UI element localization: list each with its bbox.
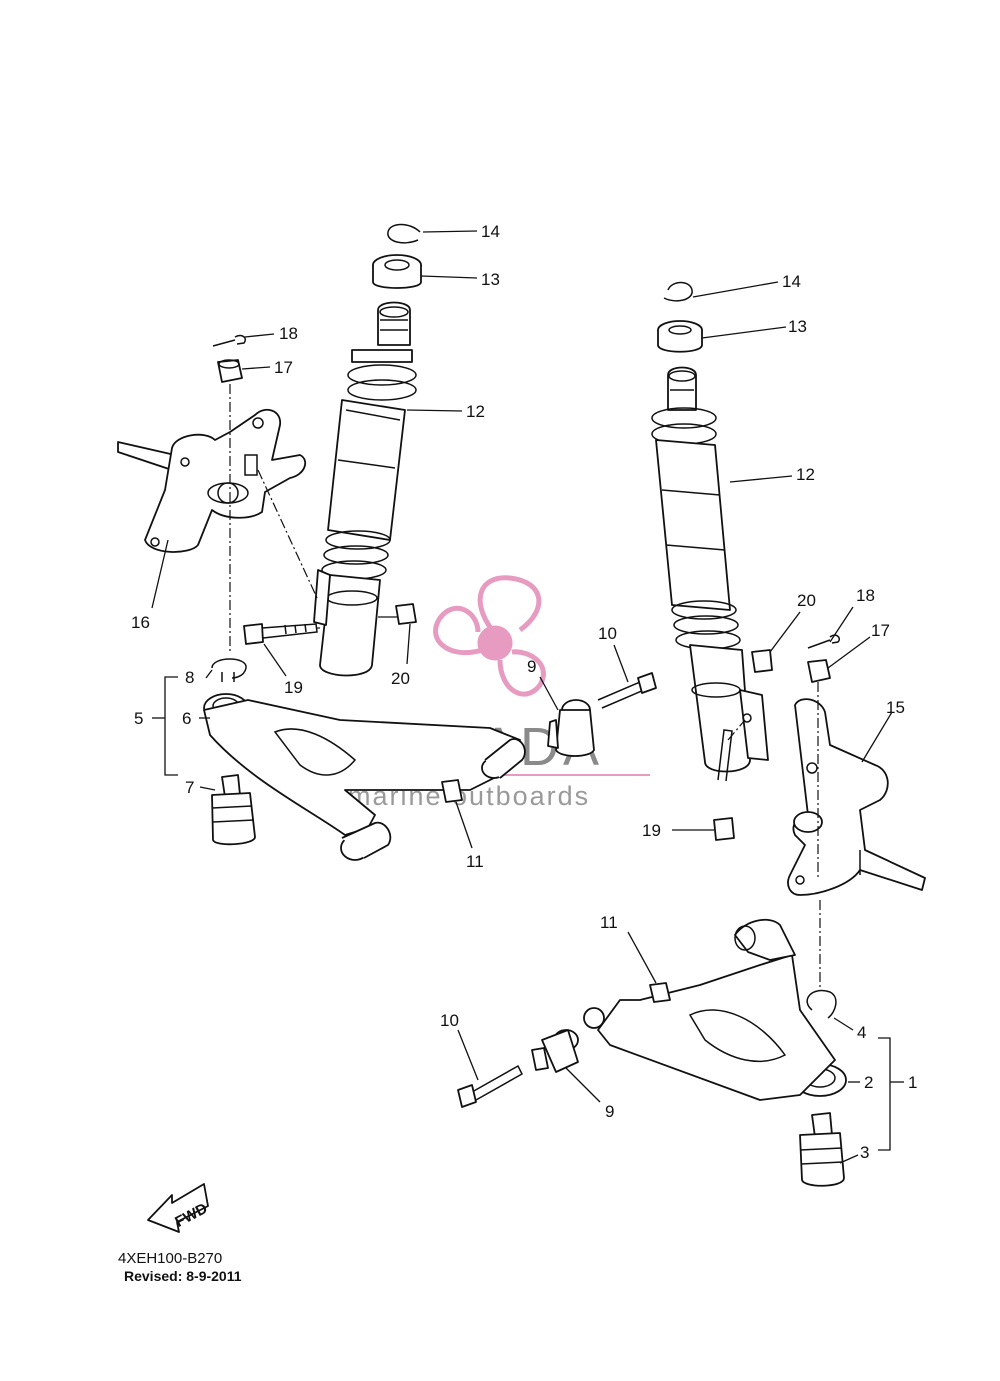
- label-16: 16: [131, 613, 150, 632]
- label-18-left: 18: [279, 324, 298, 343]
- shock-absorber-left[interactable]: [313, 223, 422, 677]
- part-labels: 14 13 12 18 17 16 19 20 8 5 6 7 9 10 11 …: [131, 222, 917, 1162]
- leader-lines: [151, 230, 904, 1164]
- label-17-left: 17: [274, 358, 293, 377]
- label-4: 4: [857, 1023, 866, 1042]
- label-10-right: 10: [440, 1011, 459, 1030]
- label-8: 8: [185, 668, 194, 687]
- label-3: 3: [860, 1143, 869, 1162]
- label-19-right: 19: [642, 821, 661, 840]
- steering-knuckle-left[interactable]: [117, 408, 307, 553]
- small-parts-right: [457, 634, 845, 1187]
- label-14-right: 14: [782, 272, 801, 291]
- label-20-right: 20: [797, 591, 816, 610]
- label-17-right: 17: [871, 621, 890, 640]
- label-7: 7: [185, 778, 194, 797]
- label-2: 2: [864, 1073, 873, 1092]
- label-5: 5: [134, 709, 143, 728]
- revision-date: Revised: 8-9-2011: [124, 1268, 242, 1284]
- label-10-left: 10: [598, 624, 617, 643]
- propeller-logo-icon: [433, 575, 546, 697]
- fwd-arrow-icon: FWD: [147, 1183, 211, 1233]
- label-9-left: 9: [527, 657, 536, 676]
- diagram-code: 4XEH100-B270: [118, 1250, 222, 1267]
- label-11-left: 11: [466, 852, 484, 871]
- lower-arm-right[interactable]: [583, 918, 847, 1101]
- label-20-left: 20: [391, 669, 410, 688]
- steering-knuckle-right[interactable]: [787, 698, 926, 896]
- lower-arm-left[interactable]: [203, 693, 526, 861]
- label-13-right: 13: [788, 317, 807, 336]
- center-lines: [229, 384, 821, 990]
- label-12-right: 12: [796, 465, 815, 484]
- label-18-right: 18: [856, 586, 875, 605]
- small-parts-left: [211, 334, 657, 846]
- label-12-left: 12: [466, 402, 485, 421]
- label-13-left: 13: [481, 270, 500, 289]
- label-19-left: 19: [284, 678, 303, 697]
- label-14-left: 14: [481, 222, 500, 241]
- footer: 4XEH100-B270 Revised: 8-9-2011: [118, 1250, 242, 1284]
- label-11-right: 11: [600, 913, 618, 932]
- shock-absorber-right[interactable]: [651, 281, 769, 773]
- label-9-right: 9: [605, 1102, 614, 1121]
- label-15: 15: [886, 698, 905, 717]
- label-1: 1: [908, 1073, 917, 1092]
- label-6: 6: [182, 709, 191, 728]
